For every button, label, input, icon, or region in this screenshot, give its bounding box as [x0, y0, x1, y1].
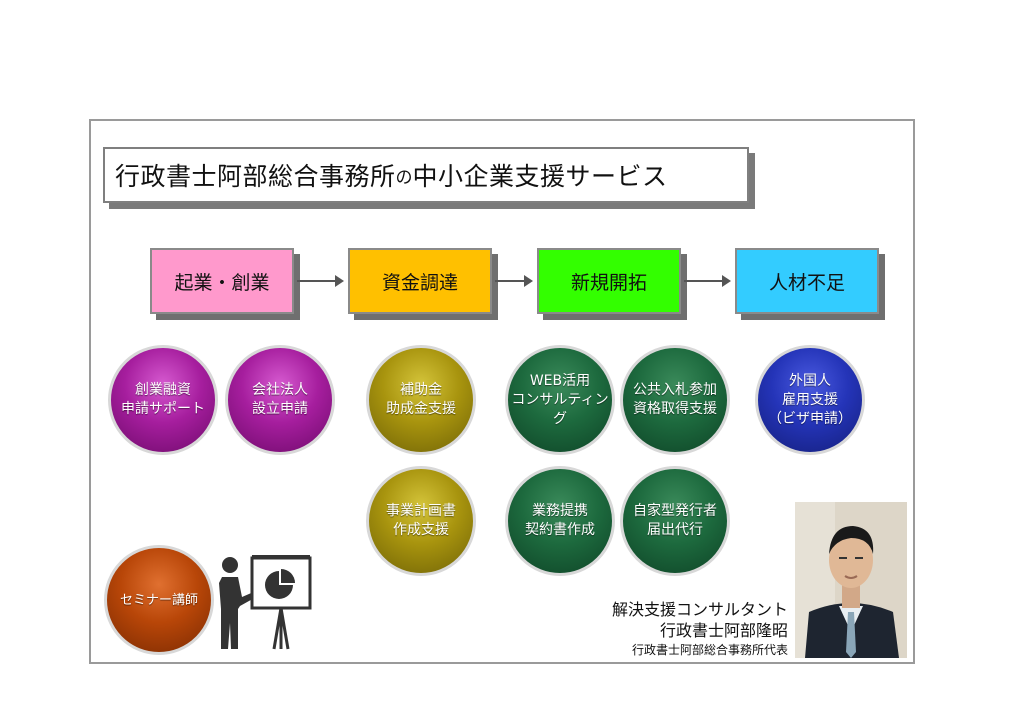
stage-jinzai: 人材不足 [735, 248, 879, 314]
arrow-2 [495, 275, 533, 287]
presenter-with-chart-icon [219, 555, 312, 650]
arrow-3 [684, 275, 731, 287]
service-nyusatsu: 公共入札参加 資格取得支援 [620, 345, 730, 455]
title-box: 行政書士阿部総合事務所の中小企業支援サービス [103, 147, 749, 203]
service-jika-hakkou: 自家型発行者 届出代行 [620, 466, 730, 576]
stage-kigyou: 起業・創業 [150, 248, 294, 314]
service-hojokin: 補助金 助成金支援 [366, 345, 476, 455]
signature-office: 行政書士阿部総合事務所代表 [631, 643, 788, 657]
service-jigyou-keikaku: 事業計画書 作成支援 [366, 466, 476, 576]
service-web: WEB活用 コンサルティング [505, 345, 615, 455]
service-gaikokujin: 外国人 雇用支援 （ビザ申請） [755, 345, 865, 455]
title-service: 中小企業支援サービス [412, 162, 668, 191]
title-office: 行政書士阿部総合事務所 [115, 162, 396, 191]
signature-role: 解決支援コンサルタント [611, 600, 788, 619]
service-sougyou-yuushi: 創業融資 申請サポート [108, 345, 218, 455]
arrow-1 [297, 275, 344, 287]
portrait-illustration [795, 502, 907, 658]
stage-shikin: 資金調達 [348, 248, 492, 314]
signature-name: 行政書士阿部隆昭 [659, 621, 788, 640]
title-particle: の [395, 167, 413, 188]
service-teikei: 業務提携 契約書作成 [505, 466, 615, 576]
portrait-photo [795, 502, 907, 658]
service-seminar: セミナー講師 [104, 545, 214, 655]
service-kaisha-setsuritsu: 会社法人 設立申請 [225, 345, 335, 455]
stage-shinki: 新規開拓 [537, 248, 681, 314]
